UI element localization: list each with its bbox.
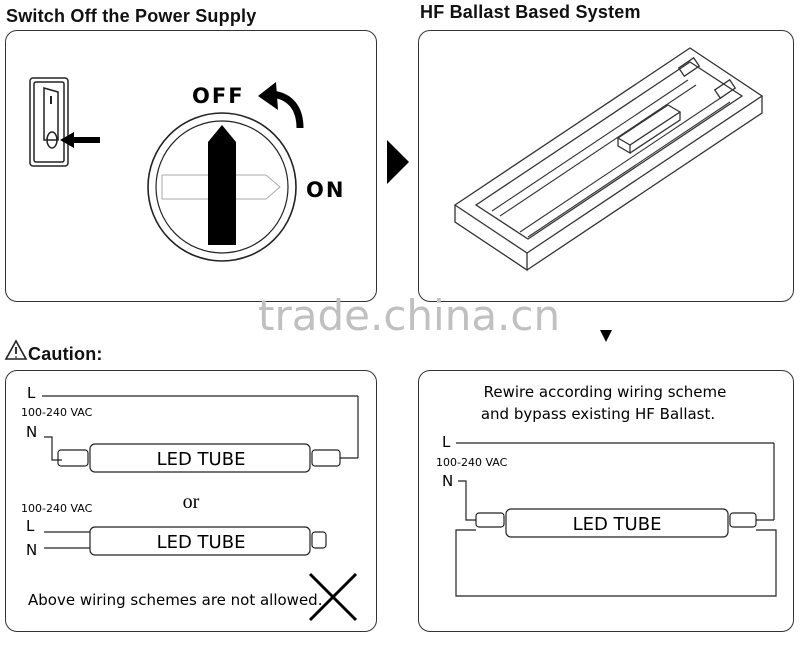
line-l-label-2: L <box>26 517 35 535</box>
voltage-label-2: 100-240 VAC <box>21 502 93 515</box>
or-label: or <box>183 491 200 513</box>
rewire-line-n-label: N <box>442 472 453 490</box>
panel-rewire <box>418 370 794 632</box>
warning-triangle-icon <box>4 339 28 360</box>
rewire-led-tube-label: LED TUBE <box>573 514 662 535</box>
title-hf-system: HF Ballast Based System <box>420 2 641 22</box>
watermark-text: trade.china.cn <box>258 291 560 340</box>
rocker-switch-icon <box>29 77 69 167</box>
led-tube-label-2: LED TUBE <box>157 532 246 553</box>
line-n-label-2: N <box>26 541 37 559</box>
cross-icon <box>308 572 358 622</box>
voltage-label: 100-240 VAC <box>21 406 93 419</box>
title-caution: Caution: <box>28 344 103 364</box>
caution-wiring-2 <box>44 526 327 556</box>
down-arrow-icon <box>600 330 612 342</box>
instruction-line-1: Rewire according wiring scheme <box>484 383 727 401</box>
led-tube-label: LED TUBE <box>157 449 246 470</box>
line-n-label: N <box>26 423 37 441</box>
rewire-line-l-label: L <box>442 433 451 451</box>
rewire-wiring <box>455 442 777 597</box>
on-label: ON <box>306 178 345 202</box>
rotary-knob-icon <box>147 112 297 262</box>
off-label: OFF <box>192 84 245 108</box>
not-allowed-text: Above wiring schemes are not allowed. <box>28 591 322 609</box>
rewire-voltage-label: 100-240 VAC <box>436 456 508 469</box>
line-l-label: L <box>27 384 36 402</box>
panel-caution <box>5 370 377 632</box>
turn-arrow-icon <box>258 82 304 129</box>
next-arrow-icon <box>387 140 409 184</box>
caution-wiring-1 <box>42 395 359 473</box>
title-switch-off: Switch Off the Power Supply <box>6 6 257 26</box>
instruction-line-2: and bypass existing HF Ballast. <box>481 405 715 423</box>
pointing-arrow-icon <box>60 132 100 148</box>
fixture-icon <box>453 47 764 272</box>
